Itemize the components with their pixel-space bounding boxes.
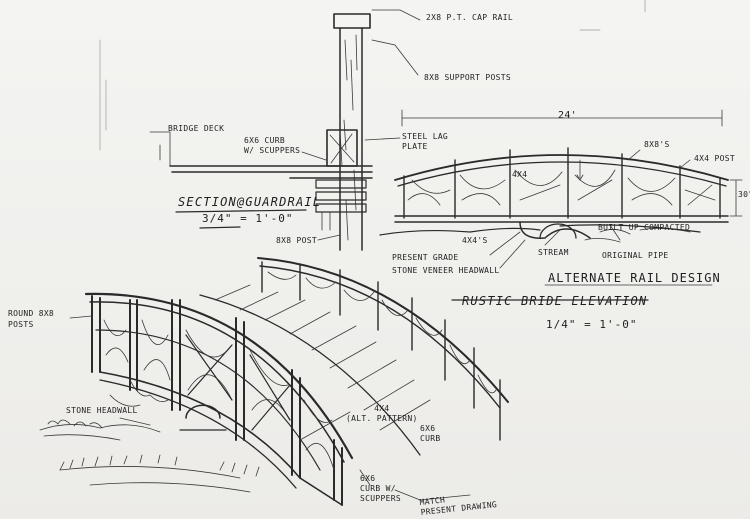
elevation-view <box>379 109 743 301</box>
label-cap-rail: 2x8 P.T. CAP RAIL <box>426 13 513 22</box>
label-present-grade: PRESENT GRADE <box>392 253 459 262</box>
label-curb-scuppers: 6x6 CURB W/ SCUPPERS <box>244 136 301 155</box>
label-bridge-deck: BRIDGE DECK <box>168 124 225 133</box>
label-span-dimension: 24' <box>558 110 577 121</box>
label-curb-scuppers-bottom: 6x6 CURB W/ SCUPPERS <box>360 474 401 503</box>
label-height-dimension: 30" <box>738 190 750 199</box>
label-original-pipe: ORIGINAL PIPE <box>602 251 669 260</box>
label-stone-headwall: STONE HEADWALL <box>66 406 138 415</box>
guardrail-section <box>149 9 421 251</box>
section-title: SECTION@GUARDRAIL <box>178 195 322 209</box>
elevation-title: RUSTIC BRIDE ELEVATION <box>462 294 648 308</box>
label-6x6-curb: 6x6 CURB <box>420 424 441 443</box>
label-alt-pattern: 4x4 (ALT. PATTERN) <box>346 404 418 423</box>
label-8x8s: 8x8's <box>644 140 670 149</box>
label-steel-lag-plate: STEEL LAG PLATE <box>402 132 449 151</box>
section-scale: 3/4" = 1'-0" <box>202 212 294 225</box>
label-built-up-compacted: BUILT UP COMPACTED <box>598 223 691 232</box>
label-stream: STREAM <box>538 248 569 257</box>
label-4x4-post: 4x4 POST <box>694 154 735 163</box>
elevation-scale: 1/4" = 1'-0" <box>546 318 638 331</box>
label-8x8-post: 8x8 POST <box>276 236 317 245</box>
perspective-bridge <box>39 257 509 506</box>
label-stone-veneer-headwall: STONE VENEER HEADWALL <box>392 266 500 275</box>
label-4x4s: 4x4's <box>462 236 488 245</box>
label-alternate-rail-design: ALTERNATE RAIL DESIGN <box>548 271 721 285</box>
label-4x4: 4x4 <box>512 170 528 179</box>
label-support-posts: 8x8 SUPPORT POSTS <box>424 73 511 82</box>
construction-lines <box>99 0 646 151</box>
label-round-posts: ROUND 8x8 POSTS <box>8 309 55 329</box>
